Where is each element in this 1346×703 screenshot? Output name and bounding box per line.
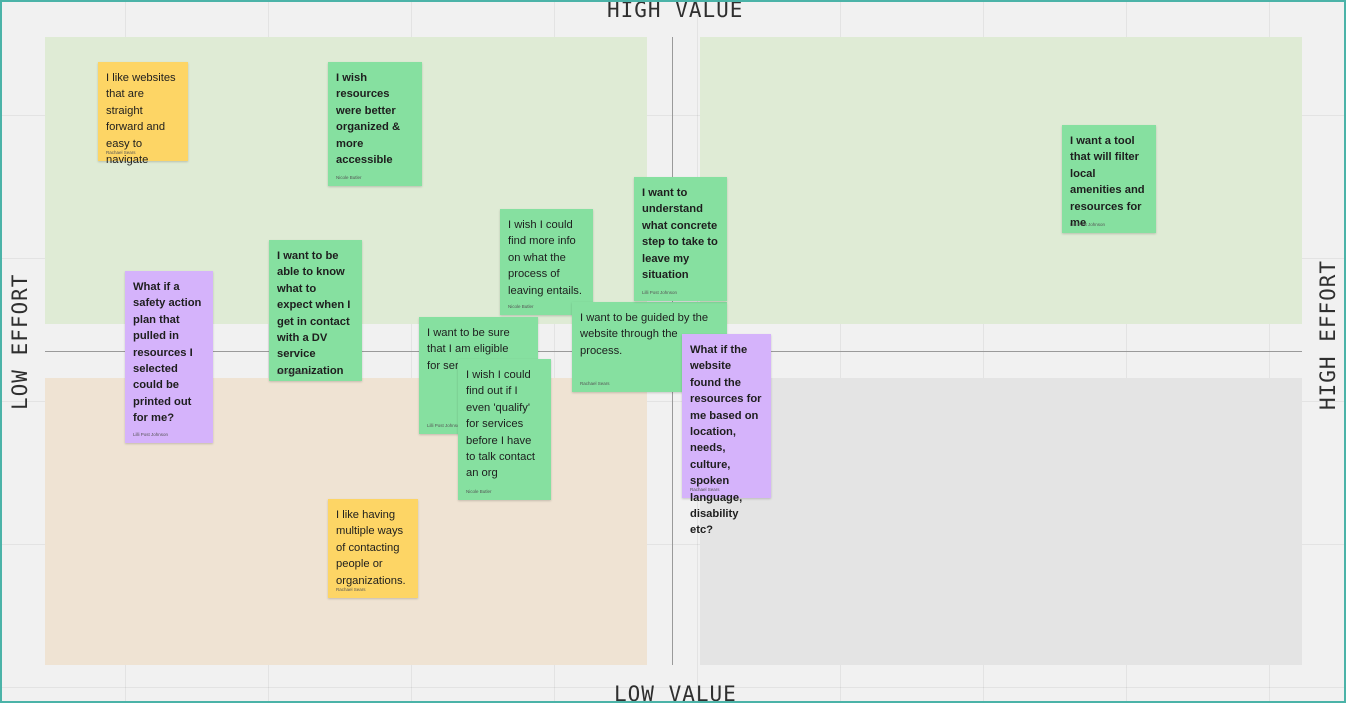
sticky-note-multiple-ways[interactable]: I like having multiple ways of contactin… <box>328 499 418 598</box>
sticky-note-author: Lilli Post Johnson <box>277 370 313 375</box>
sticky-note-author: Lilli Post Johnson <box>1070 222 1106 227</box>
sticky-note-author: Rachael Sears <box>690 487 720 492</box>
sticky-note-author: Lilli Post Johnson <box>642 290 678 295</box>
sticky-note-text: I wish resources were better organized &… <box>336 72 401 167</box>
sticky-note-author: Lilli Post Johnson <box>427 423 463 428</box>
axis-label-high-effort: HIGH EFFORT <box>1316 259 1340 410</box>
sticky-note-text: I like having multiple ways of contactin… <box>336 509 406 587</box>
quadrant-high-value-high-effort <box>700 37 1302 324</box>
sticky-note-text: What if a safety action plan that pulled… <box>133 281 202 425</box>
sticky-note-qualify[interactable]: I wish I could find out if I even 'quali… <box>458 359 551 500</box>
sticky-note-text: I wish I could find out if I even 'quali… <box>466 369 536 480</box>
sticky-note-websites-straightforward[interactable]: I like websites that are straight forwar… <box>98 62 188 166</box>
sticky-note-text: What if the website found the resources … <box>690 344 762 537</box>
sticky-note-author: Nicole Butler <box>336 175 362 180</box>
sticky-note-filter-tool[interactable]: I want a tool that will filter local ame… <box>1062 125 1156 233</box>
sticky-note-leaving-info[interactable]: I wish I could find more info on what th… <box>500 209 593 315</box>
sticky-note-author: Nicole Butler <box>508 304 534 309</box>
quadrant-low-value-high-effort <box>700 378 1302 665</box>
sticky-note-resources-organized[interactable]: I wish resources were better organized &… <box>328 62 422 186</box>
sticky-note-text: I like websites that are straight forwar… <box>106 72 176 167</box>
sticky-note-author: Nicole Butler <box>466 489 492 494</box>
sticky-note-author: Lilli Post Johnson <box>133 432 169 437</box>
sticky-note-author: Rachael Sears <box>580 381 610 386</box>
axis-label-low-effort: LOW EFFORT <box>8 273 32 410</box>
sticky-note-text: I want a tool that will filter local ame… <box>1070 135 1145 230</box>
sticky-note-author: Rachael Sears <box>106 150 136 155</box>
sticky-note-concrete-step[interactable]: I want to understand what concrete step … <box>634 177 727 301</box>
sticky-note-text: I want to be able to know what to expect… <box>277 250 351 377</box>
sticky-note-text: I want to understand what concrete step … <box>642 187 718 282</box>
sticky-note-safety-plan[interactable]: What if a safety action plan that pulled… <box>125 271 213 443</box>
sticky-note-know-what-to-expect[interactable]: I want to be able to know what to expect… <box>269 240 362 381</box>
sticky-note-resources-found[interactable]: What if the website found the resources … <box>682 334 771 536</box>
sticky-note-author: Rachael Sears <box>336 587 366 592</box>
sticky-note-text: I wish I could find more info on what th… <box>508 219 583 297</box>
axis-label-high-value: HIGH VALUE <box>607 0 744 22</box>
sticky-note-text: I want to be guided by the website throu… <box>580 312 709 357</box>
axis-label-low-value: LOW VALUE <box>614 682 737 703</box>
